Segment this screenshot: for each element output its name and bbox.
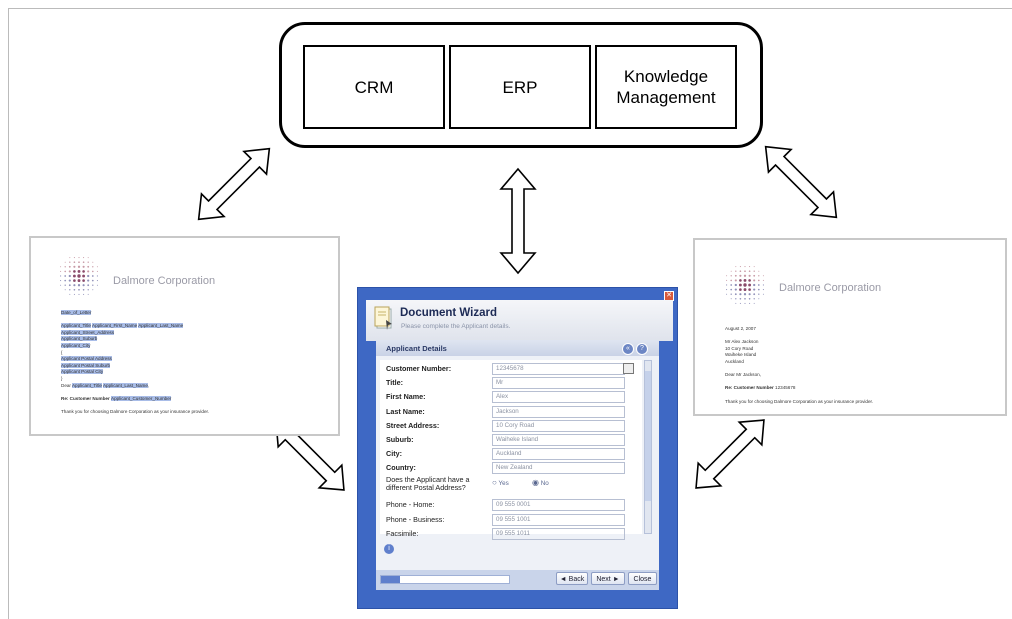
field-input[interactable]: Auckland bbox=[492, 448, 625, 461]
field-input[interactable]: Mr bbox=[492, 377, 625, 390]
merged-company-name: Dalmore Corporation bbox=[779, 282, 882, 294]
merged-line: Dear Mr Jackson, bbox=[725, 372, 761, 378]
erp-box: ERP bbox=[449, 45, 591, 129]
field-label: First Name: bbox=[386, 392, 426, 402]
crm-box: CRM bbox=[303, 45, 445, 129]
dalmore-logo bbox=[60, 257, 98, 295]
panel-title: Applicant Details bbox=[386, 344, 447, 353]
template-line: Applicant_Street_Address bbox=[61, 329, 115, 335]
template-line: Date_of_Letter bbox=[61, 310, 92, 315]
wizard-body: Applicant Details « ? Customer Number: 12… bbox=[376, 340, 659, 570]
merged-line: Thank you for choosing Dalmore Corporati… bbox=[725, 398, 874, 404]
merged-line: Mr Alex Jackson bbox=[725, 339, 759, 345]
back-button[interactable]: ◄ Back bbox=[556, 572, 588, 585]
systems-container: CRM ERP Knowledge Management bbox=[279, 22, 763, 148]
close-button[interactable]: Close bbox=[628, 572, 657, 585]
double-arrow-2 bbox=[499, 167, 537, 275]
progress-bar bbox=[380, 575, 510, 584]
merged-line: Re: Customer Number 12345678 bbox=[725, 385, 796, 391]
field-input[interactable]: New Zealand bbox=[492, 462, 625, 475]
radio-yes[interactable]: ○ Yes bbox=[492, 478, 509, 487]
wizard-header: Document Wizard Please complete the Appl… bbox=[366, 300, 673, 341]
field-input[interactable]: 09 555 0001 bbox=[492, 499, 625, 511]
template-company-name: Dalmore Corporation bbox=[113, 275, 216, 287]
template-line: { bbox=[61, 349, 63, 355]
collapse-icon[interactable]: « bbox=[622, 343, 634, 355]
scrollbar-thumb[interactable] bbox=[645, 371, 651, 501]
template-line: Thank you for choosing Dalmore Corporati… bbox=[61, 409, 210, 414]
template-line: Applicant_City bbox=[61, 343, 91, 348]
field-label: Country: bbox=[386, 463, 416, 473]
merged-line: 10 Cory Road bbox=[725, 345, 754, 351]
template-line: Re: Customer Number Applicant_Customer_N… bbox=[61, 395, 172, 401]
field-label: Phone - Business: bbox=[386, 514, 445, 524]
template-line: Applicant_Title Applicant_First_Name App… bbox=[61, 323, 184, 329]
knowledge-management-box: Knowledge Management bbox=[595, 45, 737, 129]
field-label: City: bbox=[386, 449, 402, 459]
canvas-frame bbox=[8, 8, 1012, 619]
document-icon bbox=[374, 306, 392, 330]
document-wizard-window: ✕ Document Wizard Please complete the Ap… bbox=[357, 287, 678, 609]
field-label: Phone - Home: bbox=[386, 500, 435, 509]
field-input[interactable]: 09 555 1011 bbox=[492, 528, 625, 540]
field-label: Title: bbox=[386, 378, 404, 388]
radio-checked-icon: ◉ bbox=[532, 478, 539, 487]
progress-fill bbox=[381, 576, 401, 583]
double-arrow-5 bbox=[695, 419, 765, 489]
panel-header: Applicant Details « ? bbox=[376, 340, 659, 356]
field-input[interactable]: Waiheke Island bbox=[492, 434, 625, 446]
dalmore-logo bbox=[726, 266, 764, 304]
field-input[interactable]: Alex bbox=[492, 391, 625, 404]
field-label: Suburb: bbox=[386, 435, 414, 444]
template-line: Applicant Postal Address bbox=[61, 356, 112, 362]
merged-line: Auckland bbox=[725, 359, 744, 364]
form-scrollbar[interactable] bbox=[644, 360, 652, 534]
wizard-title: Document Wizard bbox=[400, 307, 498, 319]
merged-line: August 2, 2007 bbox=[725, 326, 756, 331]
next-button[interactable]: Next ► bbox=[591, 572, 625, 585]
double-arrow-3 bbox=[764, 145, 838, 219]
field-label: Customer Number: bbox=[386, 364, 452, 373]
wizard-footer: ◄ Back Next ► Close bbox=[376, 570, 659, 590]
template-line: Applicant Postal Suburb bbox=[61, 362, 111, 368]
help-icon[interactable]: ? bbox=[636, 343, 648, 355]
field-input[interactable]: Jackson bbox=[492, 405, 625, 418]
field-label: Street Address: bbox=[386, 420, 440, 430]
template-line: Applicant Postal City bbox=[61, 369, 104, 375]
wizard-subtitle: Please complete the Applicant details. bbox=[401, 323, 511, 330]
template-line: Applicant_Suburb bbox=[61, 336, 98, 342]
radio-no[interactable]: ◉ No bbox=[532, 478, 549, 487]
field-input[interactable]: 12345678 bbox=[492, 363, 625, 375]
template-line: Dear Applicant_Title Applicant_Last_Name… bbox=[61, 382, 150, 388]
template-line: } bbox=[61, 376, 63, 381]
field-input[interactable]: 09 555 1001 bbox=[492, 513, 625, 526]
field-label: Last Name: bbox=[386, 406, 425, 416]
double-arrow-1 bbox=[197, 147, 271, 221]
merged-letter: Dalmore Corporation August 2, 2007 Mr Ale… bbox=[693, 238, 1007, 416]
field-input[interactable]: 10 Cory Road bbox=[492, 419, 625, 432]
info-icon[interactable]: i bbox=[384, 544, 394, 554]
merged-line: Waiheke Island bbox=[725, 352, 757, 358]
calendar-icon[interactable] bbox=[623, 363, 634, 374]
field-label: Facsimile: bbox=[386, 529, 419, 538]
radio-unchecked-icon: ○ bbox=[492, 478, 497, 487]
